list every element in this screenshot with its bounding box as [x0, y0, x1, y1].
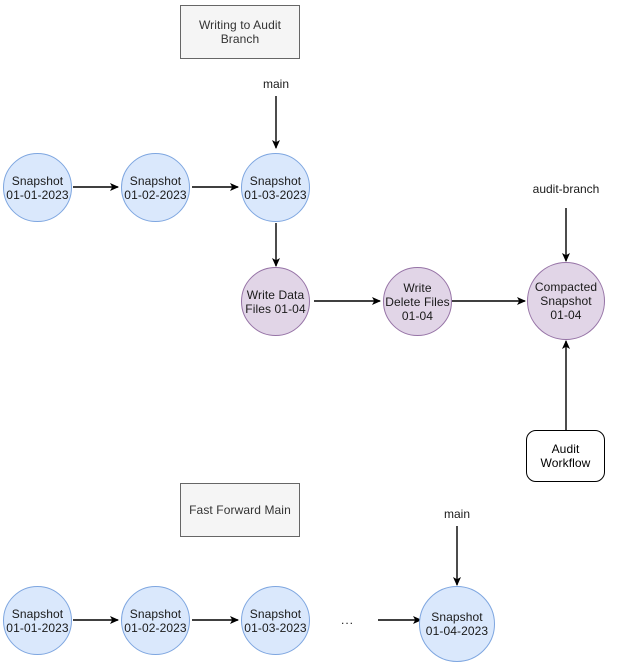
branch-label-main-bottom: main [443, 507, 470, 521]
node-write-data-files-01-04[interactable]: Write Data Files 01-04 [241, 267, 310, 336]
node-snapshot-01-01-2023-bottom[interactable]: Snapshot 01-01-2023 [3, 586, 72, 655]
node-audit-workflow[interactable]: Audit Workflow [526, 430, 605, 482]
section-label-writing-to-audit-branch: Writing to Audit Branch [180, 5, 300, 59]
branch-label-audit-branch: audit-branch [532, 182, 600, 196]
node-write-delete-files-01-04[interactable]: Write Delete Files 01-04 [383, 267, 452, 336]
node-snapshot-01-03-2023-top[interactable]: Snapshot 01-03-2023 [241, 153, 310, 222]
node-snapshot-01-04-2023-bottom[interactable]: Snapshot 01-04-2023 [419, 586, 495, 662]
node-compacted-snapshot-01-04[interactable]: Compacted Snapshot 01-04 [527, 262, 605, 340]
ellipsis-truncated-snapshots: ... [341, 613, 355, 627]
node-snapshot-01-03-2023-bottom[interactable]: Snapshot 01-03-2023 [241, 586, 310, 655]
node-snapshot-01-01-2023-top[interactable]: Snapshot 01-01-2023 [3, 153, 72, 222]
node-snapshot-01-02-2023-top[interactable]: Snapshot 01-02-2023 [121, 153, 190, 222]
branch-label-main-top: main [262, 77, 289, 91]
section-label-fast-forward-main: Fast Forward Main [180, 483, 300, 537]
node-snapshot-01-02-2023-bottom[interactable]: Snapshot 01-02-2023 [121, 586, 190, 655]
